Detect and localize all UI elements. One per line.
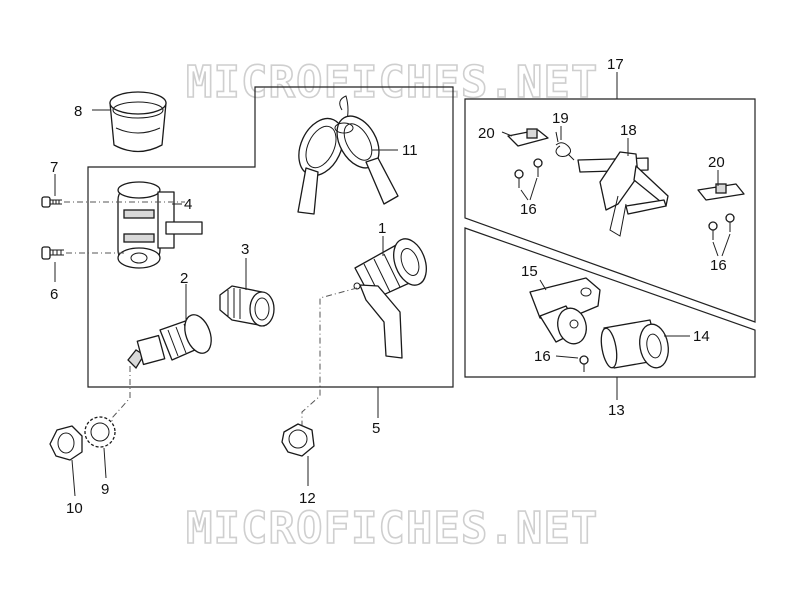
frame-group-5 bbox=[87, 86, 454, 388]
part-20-bracket-left bbox=[507, 128, 549, 147]
callout-16-top-right: 16 bbox=[710, 257, 727, 274]
part-11-keys bbox=[297, 95, 399, 215]
callout-20-left: 20 bbox=[478, 125, 495, 142]
callout-17: 17 bbox=[607, 56, 624, 73]
part-4-lock-housing bbox=[117, 181, 203, 269]
part-1-lock-with-latch bbox=[353, 238, 427, 359]
leader-16c bbox=[555, 355, 579, 359]
callout-9: 9 bbox=[101, 481, 109, 498]
callout-2: 2 bbox=[180, 270, 188, 287]
leader-15 bbox=[539, 279, 547, 291]
part-12-nut bbox=[281, 423, 315, 457]
callout-1: 1 bbox=[378, 220, 386, 237]
leader-16b bbox=[712, 233, 731, 257]
leader-16a bbox=[520, 177, 538, 201]
leader-20a bbox=[501, 131, 513, 137]
callout-3: 3 bbox=[241, 241, 249, 258]
callout-11: 11 bbox=[402, 142, 418, 159]
part-8-sleeve bbox=[109, 91, 167, 153]
frame-group-17 bbox=[464, 98, 756, 323]
part-10-nut bbox=[49, 425, 83, 461]
callout-7: 7 bbox=[50, 159, 58, 176]
part-16-screw-b bbox=[533, 158, 543, 177]
callout-13: 13 bbox=[608, 402, 625, 419]
callout-14: 14 bbox=[693, 328, 710, 345]
watermark-bottom: MICROFICHES.NET bbox=[186, 503, 598, 554]
part-9-toothed-washer bbox=[84, 416, 116, 448]
part-20-bracket-right bbox=[697, 183, 745, 201]
callout-5: 5 bbox=[372, 420, 380, 437]
part-19-spring bbox=[555, 131, 575, 161]
watermark-top: MICROFICHES.NET bbox=[186, 57, 598, 108]
frame-group-13 bbox=[464, 227, 756, 378]
part-14-bushing bbox=[600, 319, 669, 369]
callout-8: 8 bbox=[74, 103, 82, 120]
callout-16-bottom: 16 bbox=[534, 348, 551, 365]
part-2-lock-barrel bbox=[127, 314, 212, 370]
callout-6: 6 bbox=[50, 286, 58, 303]
callout-4: 4 bbox=[184, 196, 192, 213]
part-16-screw-c bbox=[708, 221, 718, 240]
callout-20-right: 20 bbox=[708, 154, 725, 171]
callout-10: 10 bbox=[66, 500, 83, 517]
part-7-screw bbox=[41, 196, 62, 208]
assembly-line-2-9 bbox=[111, 366, 131, 436]
part-15-latch-housing bbox=[529, 277, 601, 345]
part-16-screw-d bbox=[725, 213, 735, 232]
part-18-latch-rod bbox=[577, 151, 669, 237]
leader-10 bbox=[71, 459, 76, 497]
assembly-line-1-12 bbox=[301, 287, 358, 428]
callout-19: 19 bbox=[552, 110, 569, 127]
part-16-screw-e bbox=[579, 355, 589, 372]
part-3-lock-cylinder bbox=[219, 285, 275, 327]
callout-16-top-left: 16 bbox=[520, 201, 537, 218]
part-16-screw-a bbox=[514, 169, 524, 188]
part-6-screw bbox=[41, 246, 64, 260]
callout-15: 15 bbox=[521, 263, 538, 280]
callout-18: 18 bbox=[620, 122, 637, 139]
leader-9 bbox=[103, 447, 107, 479]
callout-12: 12 bbox=[299, 490, 316, 507]
